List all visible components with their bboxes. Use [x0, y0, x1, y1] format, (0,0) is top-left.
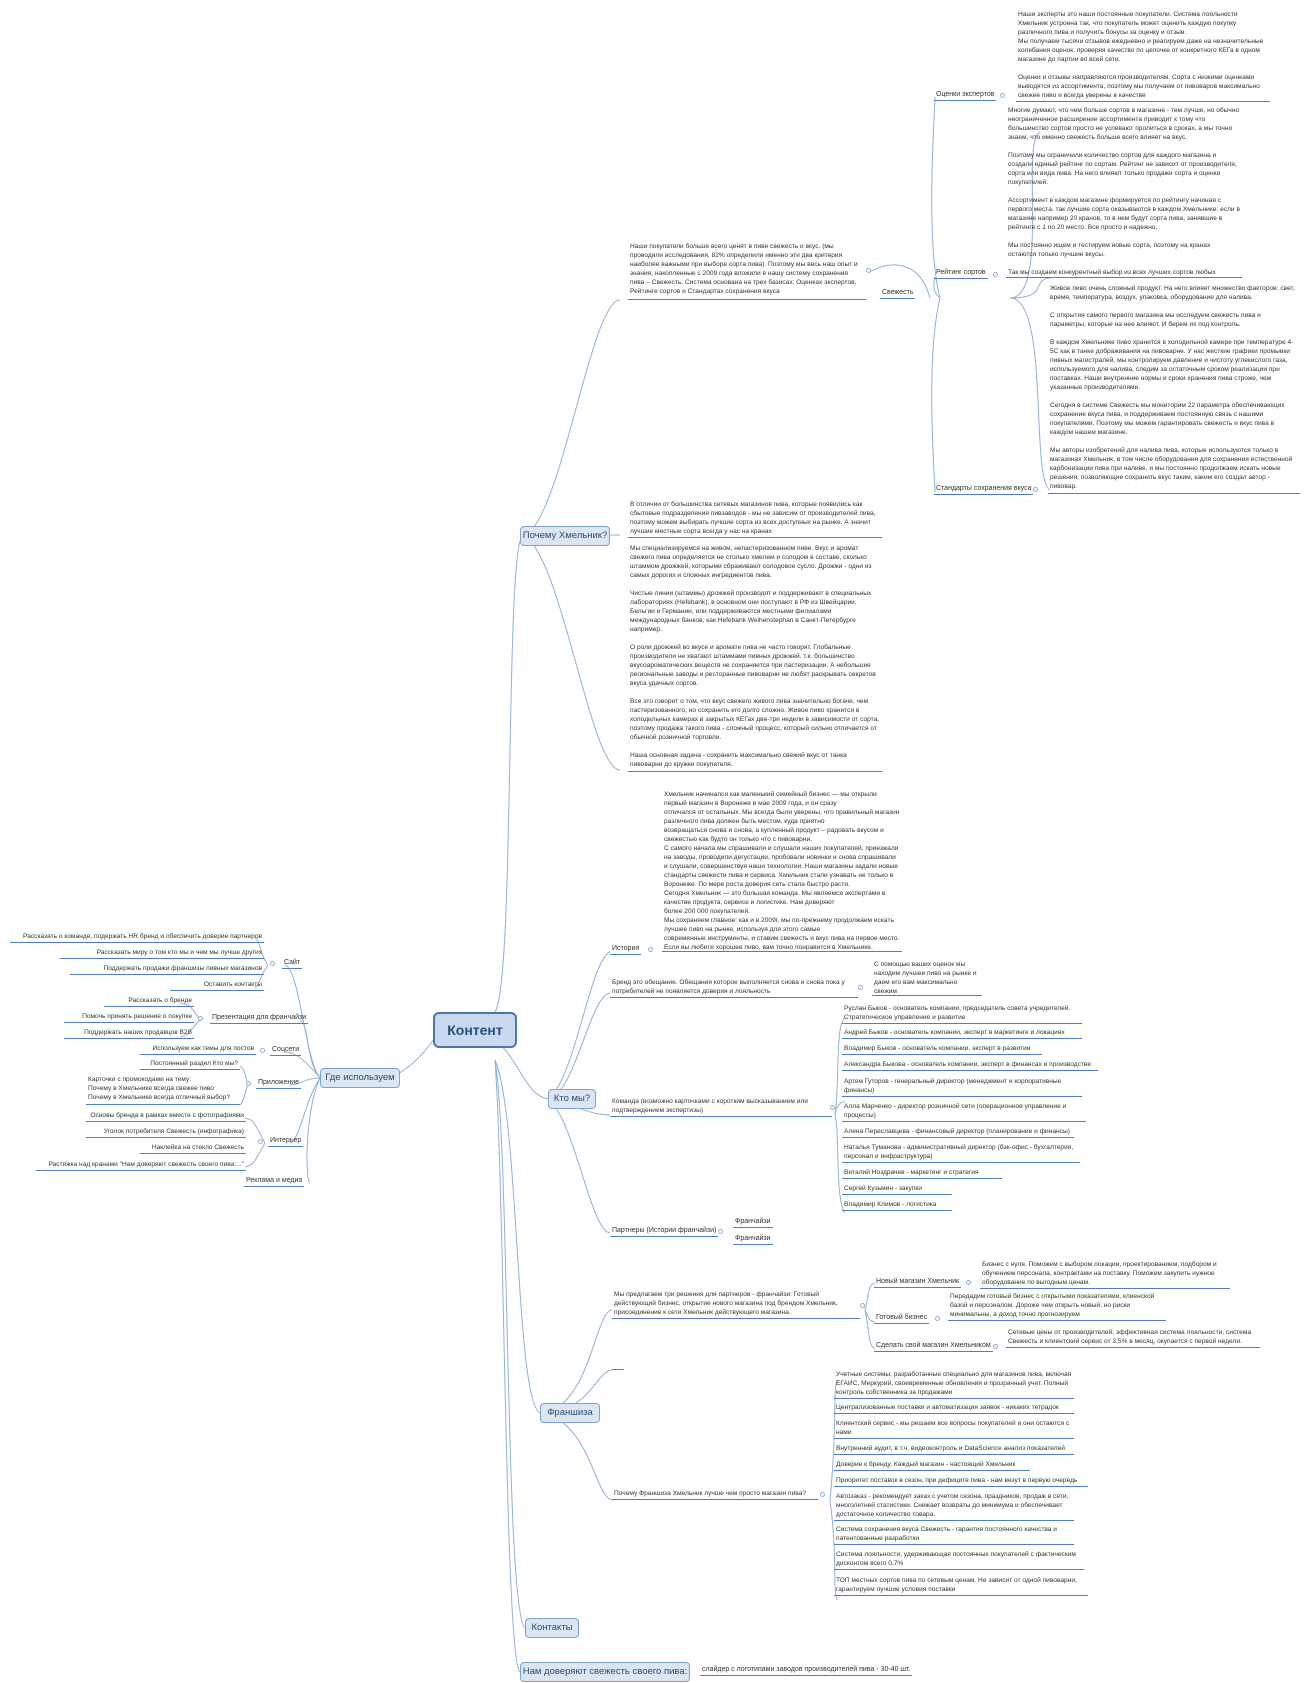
experts-text: Наши эксперты это наши постоянные покупа… [1016, 10, 1270, 102]
where-ads-label[interactable]: Реклама и медиа [244, 1176, 305, 1187]
rating-text: Многие думают, что чем больше сортов в м… [1006, 106, 1242, 278]
brand-label[interactable]: Бренд это обещание. Обещания которое вып… [610, 978, 858, 998]
collapse-icon[interactable] [1000, 93, 1005, 98]
franchise-reason: Учетные системы, разработанные специальн… [834, 1370, 1074, 1399]
team-label[interactable]: Команда (возможно карточками с коротким … [610, 1097, 832, 1117]
collapse-icon[interactable] [830, 1105, 835, 1110]
why-difference-2: Мы специализируемся на живом, непастериз… [628, 544, 882, 772]
franchise-why-label[interactable]: Почему Франшиза Хмельник лучше чем прост… [612, 1489, 818, 1500]
history-text: Хмельник начинался как маленький семейны… [662, 790, 902, 952]
why-intro: Наши покупатели больше всего ценят в пив… [628, 242, 866, 300]
franchise-reason: Автозаказ - рекомендует заказ с учетом с… [834, 1492, 1074, 1521]
team-member: Алла Марченко - директор розничной сети … [842, 1102, 1086, 1122]
collapse-icon[interactable] [648, 947, 653, 952]
team-member: Алена Переславцева - финансовый директор… [842, 1127, 1074, 1138]
franchise-option-label[interactable]: Новый магазин Хмельник [874, 1277, 962, 1288]
collapse-icon[interactable] [260, 1048, 265, 1053]
collapse-icon[interactable] [860, 1303, 865, 1308]
franchise-reason: ТОП местных сортов пива по сетевым ценам… [834, 1576, 1088, 1596]
where-app-item: Карточки с промокодами на тему: Почему в… [86, 1075, 240, 1105]
collapse-icon[interactable] [935, 1316, 940, 1321]
topic-where-used[interactable]: Где используем [320, 1068, 400, 1088]
standards-label[interactable]: Стандарты сохранения вкуса [934, 484, 1034, 495]
where-social-label[interactable]: Соцсети [270, 1045, 302, 1056]
franchise-reason: Система лояльности, удерживающая постоян… [834, 1550, 1084, 1570]
franchise-reason: Клиентский сервис - мы решаем все вопрос… [834, 1419, 1074, 1439]
collapse-icon[interactable] [866, 268, 871, 273]
where-site-item: Поддержать продажи франшизы пивных магаз… [70, 964, 264, 975]
franchise-option-label[interactable]: Сделать свой магазин Хмельником [874, 1341, 993, 1352]
team-member: Владимир Климов - логистика [842, 1200, 952, 1211]
history-label[interactable]: История [610, 944, 642, 955]
team-member: Руслан Быков - основатель компании, пред… [842, 1004, 1082, 1024]
where-interior-label[interactable]: Интерьер [268, 1136, 304, 1147]
central-topic[interactable]: Контент [433, 1012, 517, 1048]
brand-text: С помощью ваших оценок мы находим лучшее… [872, 960, 982, 996]
rating-label[interactable]: Рейтинг сортов [934, 268, 988, 279]
franchise-reason: Централизованные поставки и автоматизаци… [834, 1403, 1074, 1414]
franchise-reason: Доверие к бренду. Каждый магазин - насто… [834, 1460, 1030, 1471]
partner-item[interactable]: Франчайзи [733, 1234, 773, 1245]
collapse-icon[interactable] [246, 1081, 251, 1086]
team-member: Наталья Туманова - административный дире… [842, 1143, 1080, 1163]
where-interior-item: Наклейка на стекло Свежесть [140, 1143, 246, 1154]
topic-who-we-are[interactable]: Кто мы? [548, 1089, 596, 1109]
where-interior-item: Уголок потребителя Свежесть (инфографика… [86, 1127, 246, 1138]
where-presentation-item: Поддержать наших продавцов B2B [64, 1028, 194, 1039]
franchise-reason: Приоритет поставок в сезон, при дефиците… [834, 1476, 1088, 1487]
collapse-icon[interactable] [270, 961, 275, 966]
team-member: Андрей Быков - основатель компании, эксп… [842, 1028, 1082, 1039]
collapse-icon[interactable] [993, 1344, 998, 1349]
franchise-option-label[interactable]: Готовый бизнес [874, 1313, 930, 1324]
where-app-label[interactable]: Приложение [256, 1078, 302, 1089]
franchise-reason: Внутренний аудит, в т.ч. видеоконтроль и… [834, 1444, 1074, 1455]
collapse-icon[interactable] [820, 1492, 825, 1497]
collapse-icon[interactable] [858, 985, 863, 990]
collapse-icon[interactable] [1033, 487, 1038, 492]
standards-text: Живое пиво очень сложный продукт. На нег… [1048, 284, 1300, 494]
franchise-option-text: Бизнес с нуля. Поможем с выбором локации… [980, 1260, 1230, 1289]
franchise-reason: Система сохранения вкуса Свежесть - гара… [834, 1525, 1074, 1545]
franchise-offer[interactable]: Мы предлагаем три решения для партнеров … [612, 1290, 860, 1319]
team-member: Виталий Ноздрачев - маркетинг и стратеги… [842, 1168, 1002, 1179]
trust-text: слайдер с логотипами заводов производите… [700, 1665, 913, 1676]
collapse-icon[interactable] [966, 1280, 971, 1285]
where-site-item: Рассказать миру о том кто мы и чем мы лу… [60, 948, 264, 959]
team-member: Артем Гуторов - генеральный директор (ме… [842, 1077, 1082, 1097]
topic-contacts[interactable]: Контакты [525, 1618, 579, 1638]
where-site-item: Рассказать о команде, подержать HR бренд… [10, 932, 264, 943]
partner-item[interactable]: Франчайзи [733, 1217, 773, 1228]
where-presentation-label[interactable]: Презентация для франчайзи [210, 1013, 309, 1024]
team-member: Владимир Быков - основатель компании, эк… [842, 1044, 1042, 1055]
where-site-item: Оставить контакты [170, 980, 264, 991]
team-member: Александра Быкова - основатель компании,… [842, 1060, 1098, 1071]
collapse-icon[interactable] [258, 1139, 263, 1144]
why-difference-1: В отличии от большинства сетевых магазин… [628, 500, 882, 538]
topic-franchise[interactable]: Франшиза [540, 1403, 600, 1423]
partners-label[interactable]: Партнеры (Истории франчайзи) [610, 1226, 719, 1237]
franchise-option-text: Сетевые цены от производителей, эффектив… [1006, 1328, 1260, 1348]
collapse-icon[interactable] [198, 1016, 203, 1021]
where-site-label[interactable]: Сайт [282, 958, 303, 969]
where-interior-item: Основы бренда в рамках вместе с фотограф… [86, 1111, 246, 1122]
where-presentation-item: Помочь принять решение о покупке [64, 1012, 194, 1023]
where-social-item: Используем как темы для постов [140, 1044, 256, 1055]
topic-why-khmelnik[interactable]: Почему Хмельник? [520, 526, 610, 546]
where-interior-item: Растяжка над кранами "Нам доверяют свеже… [36, 1160, 246, 1171]
franchise-empty-node[interactable] [612, 1358, 624, 1370]
where-presentation-item: Рассказать о бренде [104, 996, 194, 1007]
svezhest-label[interactable]: Свежесть [880, 288, 916, 299]
where-app-item: Постоянный раздел Кто мы? [140, 1059, 240, 1070]
collapse-icon[interactable] [993, 272, 998, 277]
topic-trust[interactable]: Нам доверяют свежесть своего пива: [520, 1662, 690, 1682]
collapse-icon[interactable] [718, 1229, 723, 1234]
franchise-option-text: Передадим готовый бизнес с открытыми пок… [948, 1292, 1166, 1321]
team-member: Сергей Кузьмин - закупки [842, 1184, 952, 1195]
experts-label[interactable]: Оценки экспертов [934, 90, 997, 101]
